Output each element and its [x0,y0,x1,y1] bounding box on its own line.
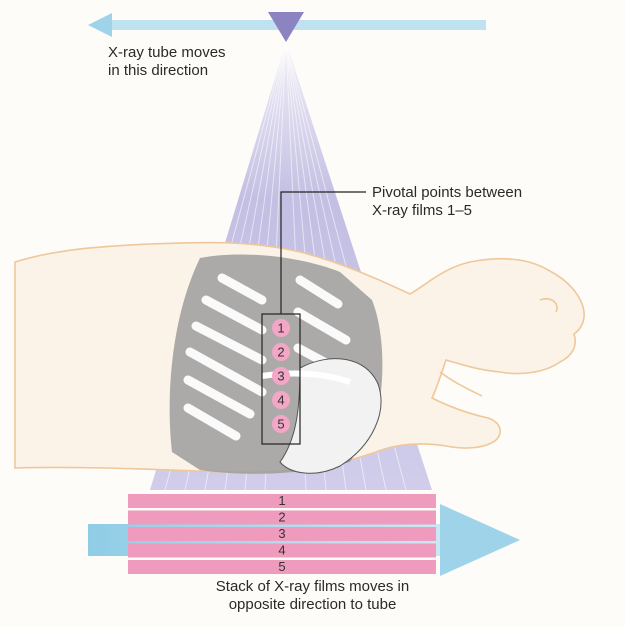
pivot-point-label: 5 [277,417,284,432]
xray-film-3: 3 [128,526,436,541]
pivot-point-label: 4 [277,393,284,408]
film-stack-label: Stack of X-ray films moves in opposite d… [0,578,625,614]
pivot-point-label: 3 [277,369,284,384]
xray-film-2: 2 [128,510,436,525]
stack-label-line1: Stack of X-ray films moves in [216,578,409,595]
film-number-label: 2 [278,510,285,525]
film-number-label: 4 [278,543,285,558]
thorax-section [170,254,383,473]
stack-label-line2: opposite direction to tube [229,596,397,613]
pivot-point-2: 2 [272,343,290,361]
film-number-label: 5 [278,559,285,574]
pivot-label-line2: X-ray films 1–5 [372,202,472,219]
tube-direction-label: X-ray tube moves in this direction [108,44,226,80]
pivot-point-4: 4 [272,391,290,409]
pivot-point-5: 5 [272,415,290,433]
pivot-label-line1: Pivotal points between [372,184,522,201]
pivot-point-3: 3 [272,367,290,385]
xray-film-5: 5 [128,559,436,574]
xray-film-4: 4 [128,543,436,558]
film-stack: 1 23 45 [128,493,436,574]
pivot-point-label: 1 [277,321,284,336]
pivot-point-1: 1 [272,319,290,337]
film-number-label: 3 [278,526,285,541]
tube-label-line1: X-ray tube moves [108,44,226,61]
pivot-points-label: Pivotal points between X-ray films 1–5 [372,184,522,220]
xray-film-1: 1 [128,493,436,508]
film-number-label: 1 [278,493,285,508]
tube-label-line2: in this direction [108,62,208,79]
pivot-point-label: 2 [277,345,284,360]
